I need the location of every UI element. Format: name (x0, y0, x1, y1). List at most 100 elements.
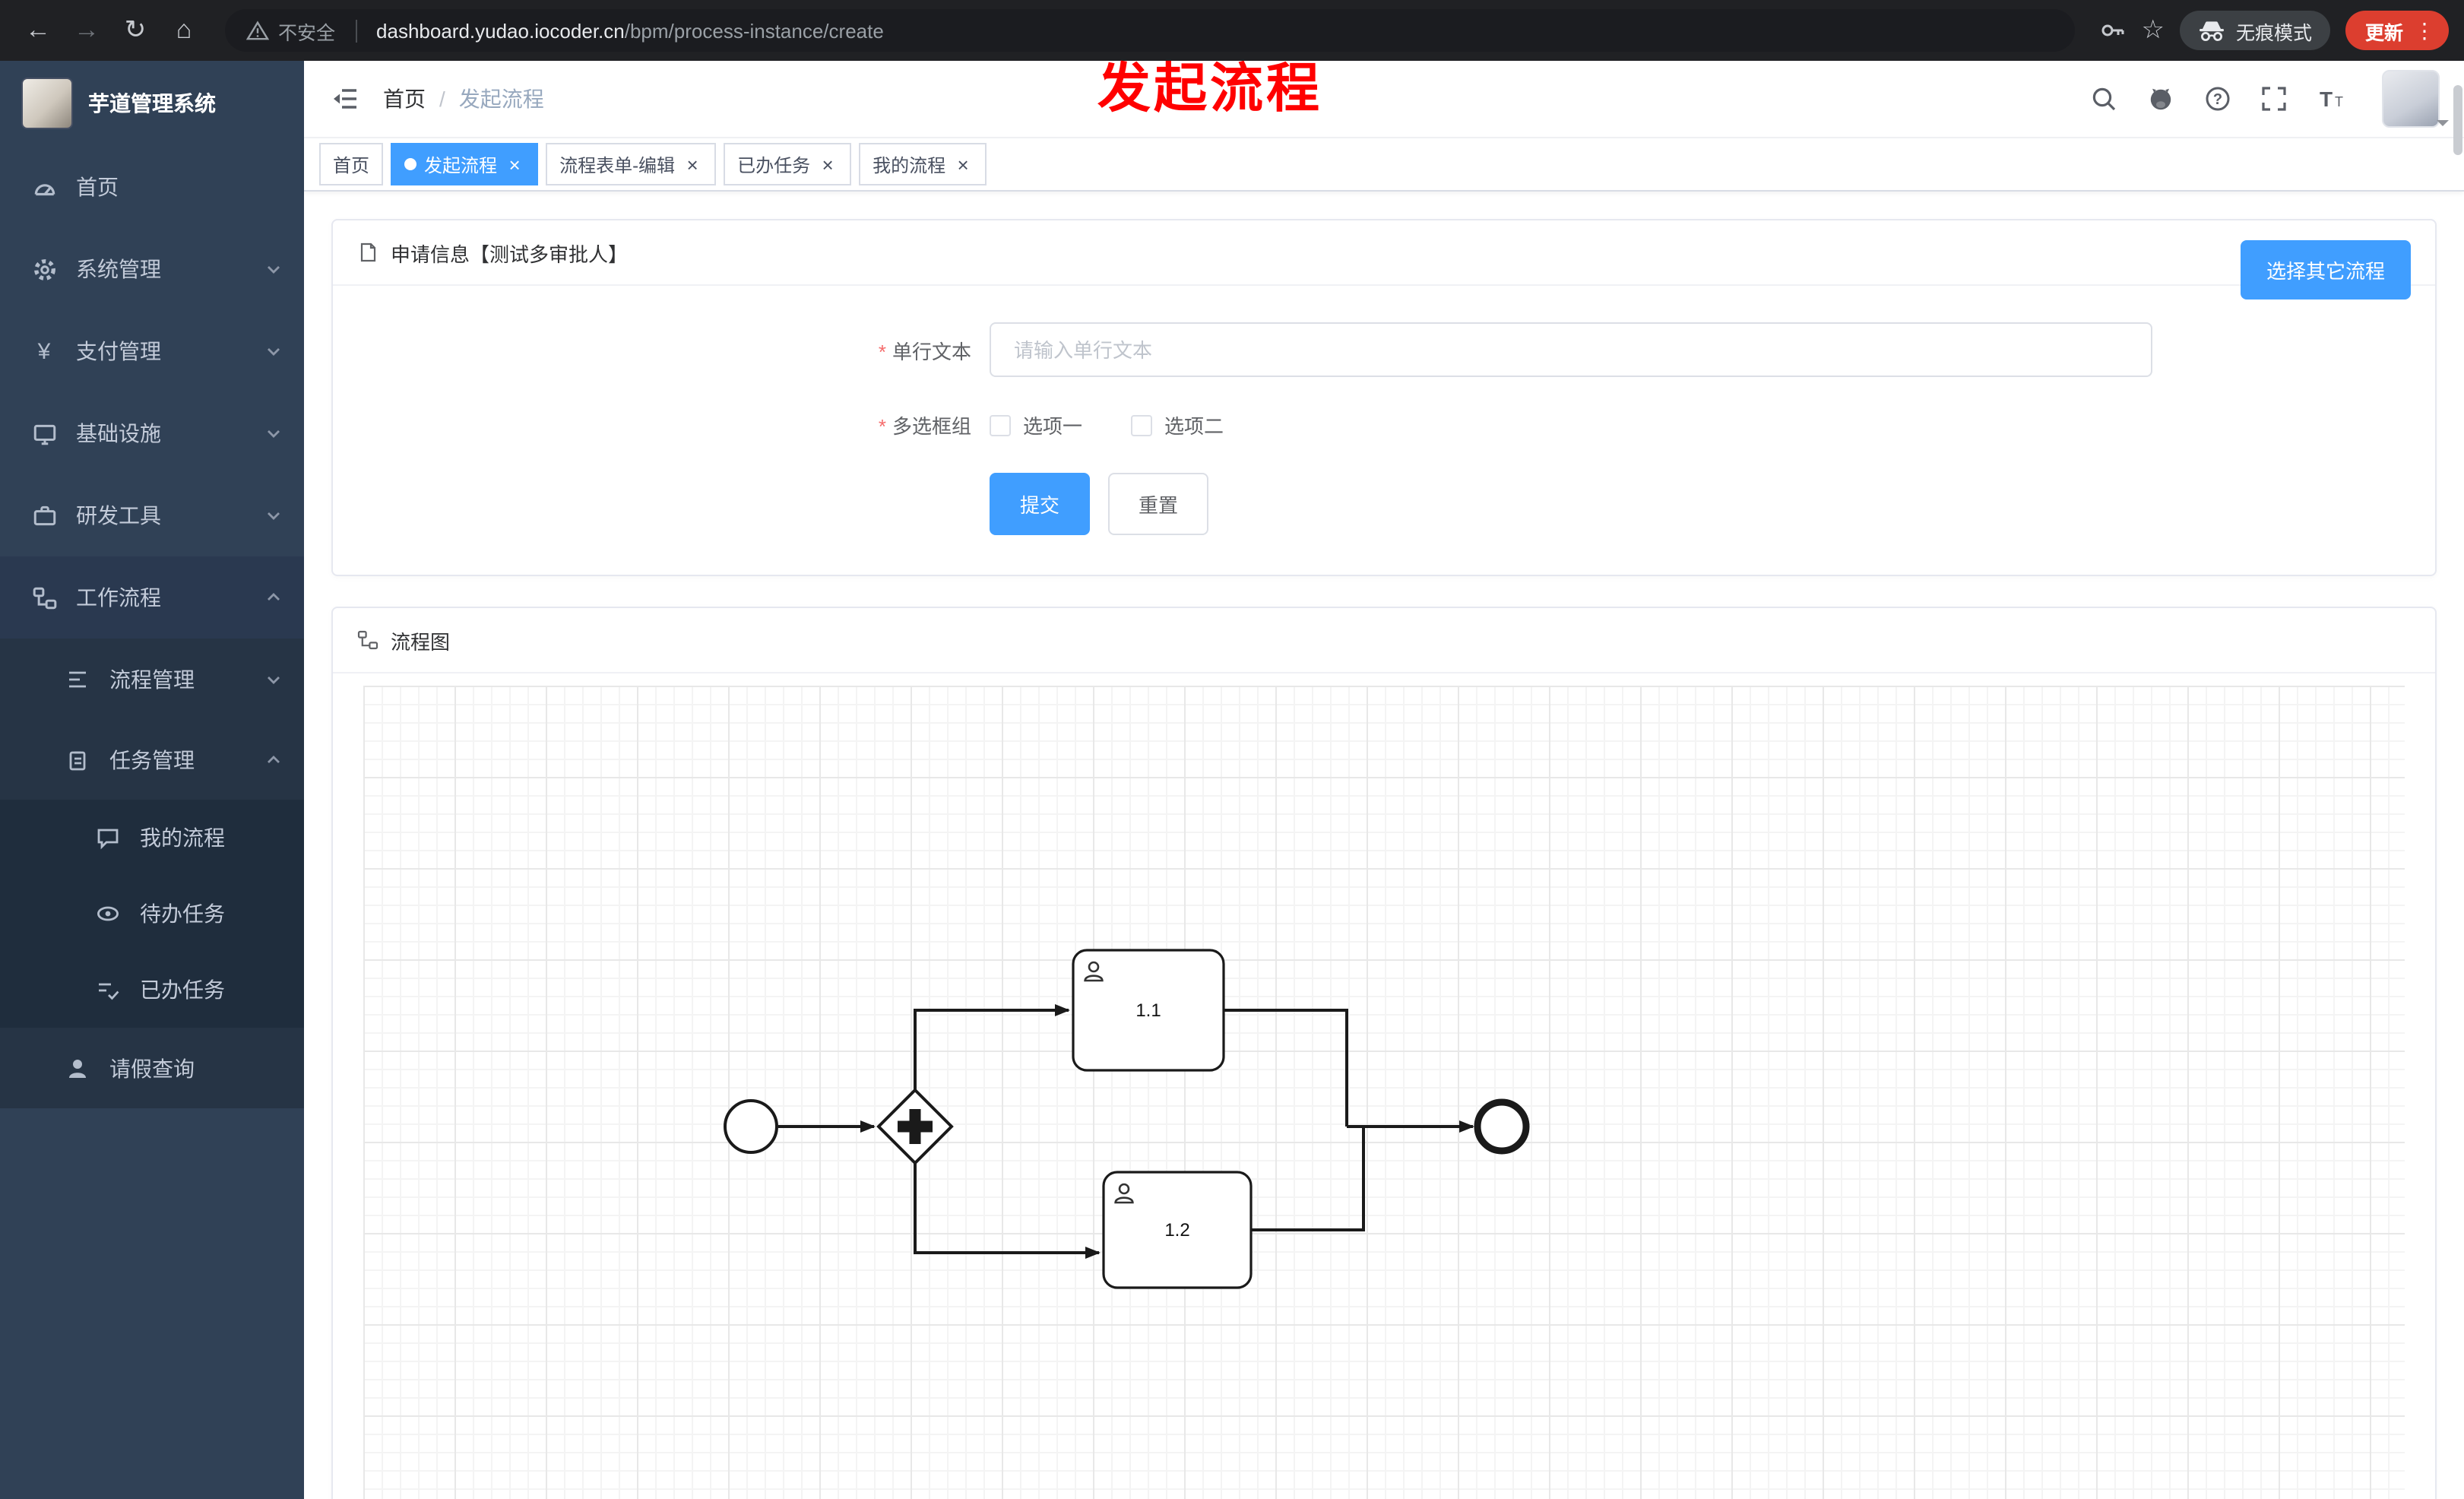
checkbox-icon[interactable] (1131, 414, 1153, 436)
back-icon[interactable]: ← (25, 15, 51, 44)
help-icon[interactable]: ? (2204, 85, 2231, 113)
bpmn-canvas[interactable]: 1.1 1.2 (363, 686, 2405, 1499)
single-line-text-input[interactable] (990, 322, 2152, 377)
sidebar-item-infrastructure[interactable]: 基础设施 (0, 392, 304, 474)
start-event[interactable] (724, 1099, 778, 1154)
bookmark-star-icon[interactable]: ☆ (2141, 15, 2165, 44)
breadcrumb-home[interactable]: 首页 (383, 87, 426, 111)
user-task-icon (1084, 961, 1104, 982)
chevron-down-icon (264, 424, 283, 442)
tab-done-tasks[interactable]: 已办任务 × (724, 143, 852, 185)
browser-menu-kebab-icon[interactable]: ⋮ (2414, 17, 2435, 42)
header: 首页 / 发起流程 (304, 61, 2464, 138)
incognito-icon (2199, 21, 2224, 41)
yen-icon: ¥ (37, 338, 51, 364)
workflow-submenu: 流程管理 任务管理 (0, 639, 304, 1108)
sidebar-item-process-management[interactable]: 流程管理 (0, 639, 304, 719)
browser-toolbar: ← → ↻ ⌂ 不安全 dashboard.yudao.iocoder.cn/b… (0, 0, 2464, 61)
workflow-icon (30, 584, 58, 611)
sidebar-item-done-tasks[interactable]: 已办任务 (0, 952, 304, 1028)
forward-icon[interactable]: → (74, 15, 100, 44)
close-icon[interactable]: × (508, 153, 521, 176)
font-size-icon[interactable]: T T (2317, 85, 2347, 113)
update-button[interactable]: 更新 ⋮ (2345, 11, 2449, 50)
form-row-checkbox: *多选框组 选项一 选项二 (333, 410, 2435, 439)
sidebar-toggle-icon[interactable] (331, 85, 359, 113)
task-label: 1.2 (1164, 1220, 1189, 1241)
close-icon[interactable]: × (686, 153, 698, 176)
fullscreen-icon[interactable] (2260, 85, 2288, 113)
flow-diagram-icon (357, 630, 378, 650)
logo: 芋道管理系统 (0, 61, 304, 146)
sidebar-item-system-management[interactable]: 系统管理 (0, 228, 304, 310)
monitor-icon (30, 420, 58, 447)
toolbox-icon (30, 502, 58, 529)
sequence-flow-task1-to-merge (1224, 1009, 1348, 1127)
sidebar: 芋道管理系统 首页 系统管理 ¥ (0, 61, 304, 1499)
user-task-2[interactable]: 1.2 (1102, 1171, 1253, 1289)
switch-process-button[interactable]: 选择其它流程 (2240, 240, 2411, 299)
sidebar-item-dev-tools[interactable]: 研发工具 (0, 474, 304, 556)
active-tab-dot (404, 158, 417, 170)
close-icon[interactable]: × (822, 153, 834, 176)
checkbox-icon[interactable] (990, 414, 1011, 436)
sequence-flow-task2-to-merge (1251, 1127, 1365, 1231)
refresh-icon[interactable]: ↻ (124, 15, 147, 44)
sidebar-item-payment-management[interactable]: ¥ 支付管理 (0, 310, 304, 392)
close-icon[interactable]: × (957, 153, 969, 176)
apply-info-card: 申请信息【测试多审批人】 选择其它流程 *单行文本 (331, 219, 2437, 576)
logo-title: 芋道管理系统 (88, 91, 216, 116)
chevron-up-icon (264, 588, 283, 607)
end-event[interactable] (1474, 1098, 1530, 1155)
flow-diagram-card: 流程图 (331, 607, 2437, 1499)
required-asterisk: * (878, 340, 886, 363)
parallel-gateway[interactable] (876, 1088, 954, 1165)
content-area: 首页 / 发起流程 (304, 61, 2464, 1499)
plus-icon (898, 1109, 933, 1144)
warning-triangle-icon (246, 21, 269, 40)
tab-my-process[interactable]: 我的流程 × (859, 143, 987, 185)
diagram-card-title: 流程图 (391, 630, 451, 653)
eye-icon (94, 900, 122, 927)
sidebar-item-task-management[interactable]: 任务管理 (0, 719, 304, 800)
search-icon[interactable] (2090, 85, 2117, 113)
apply-form: *单行文本 *多选框组 (333, 286, 2435, 575)
bpmn-diagram: 1.1 1.2 (724, 949, 1530, 1289)
checkbox-group-label: *多选框组 (878, 415, 971, 438)
chevron-up-icon (264, 750, 283, 769)
password-key-icon[interactable] (2098, 17, 2126, 44)
home-icon[interactable]: ⌂ (176, 15, 192, 44)
required-asterisk: * (878, 415, 886, 438)
svg-text:T: T (2320, 87, 2333, 111)
sidebar-item-my-process[interactable]: 我的流程 (0, 800, 304, 876)
header-actions: ? T T (2090, 70, 2449, 128)
sidebar-item-leave-query[interactable]: 请假查询 (0, 1028, 304, 1108)
chevron-down-icon (264, 260, 283, 278)
sidebar-item-home[interactable]: 首页 (0, 146, 304, 228)
incognito-label: 无痕模式 (2235, 22, 2312, 43)
sequence-flow-gateway-to-task2 (914, 1163, 1101, 1259)
apply-card-header: 申请信息【测试多审批人】 (333, 220, 2435, 286)
document-icon (360, 242, 376, 262)
address-bar[interactable]: 不安全 dashboard.yudao.iocoder.cn/bpm/proce… (225, 9, 2075, 52)
sidebar-item-workflow[interactable]: 工作流程 (0, 556, 304, 639)
checkbox-option-one[interactable]: 选项一 (990, 410, 1082, 439)
security-label[interactable]: 不安全 (246, 16, 335, 45)
sidebar-item-todo-tasks[interactable]: 待办任务 (0, 876, 304, 952)
gear-icon (30, 255, 58, 283)
tab-process-form-edit[interactable]: 流程表单-编辑 × (546, 143, 717, 185)
reset-button[interactable]: 重置 (1108, 473, 1209, 535)
checkbox-option-two[interactable]: 选项二 (1131, 410, 1224, 439)
tab-start-process[interactable]: 发起流程 × (391, 143, 539, 185)
submit-button[interactable]: 提交 (990, 473, 1091, 535)
tab-home[interactable]: 首页 (319, 143, 384, 185)
github-icon[interactable] (2146, 85, 2175, 113)
user-task-1[interactable]: 1.1 (1072, 949, 1225, 1072)
dashboard-icon (30, 173, 58, 201)
tab-bar: 首页 发起流程 × 流程表单-编辑 × 已办任务 × 我的流程 × (304, 138, 2464, 192)
scrollbar-thumb[interactable] (2453, 85, 2462, 155)
url-text: dashboard.yudao.iocoder.cn/bpm/process-i… (376, 19, 884, 42)
user-avatar[interactable] (2382, 70, 2449, 128)
chevron-down-icon (264, 670, 283, 688)
